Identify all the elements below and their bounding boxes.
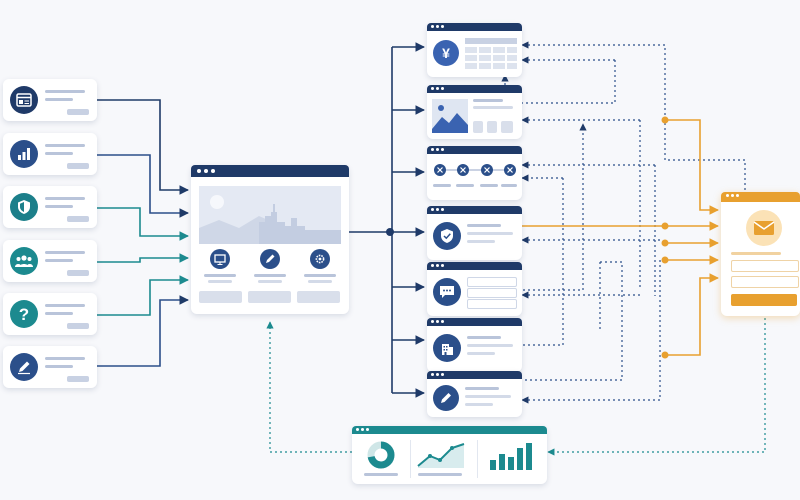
email-titlebar: [721, 192, 800, 202]
window-titlebar: [191, 165, 349, 177]
source-card[interactable]: [3, 186, 97, 228]
source-card[interactable]: [3, 79, 97, 121]
chat-icon: [433, 278, 461, 306]
table-grid: [465, 38, 517, 69]
source-card[interactable]: [3, 346, 97, 388]
source-card[interactable]: ?: [3, 293, 97, 335]
bar-chart-icon: [10, 140, 38, 168]
email-send-button[interactable]: [731, 294, 797, 306]
pencil-icon: [10, 353, 38, 381]
shield-icon: [10, 193, 38, 221]
central-hub-window[interactable]: [191, 165, 349, 314]
pencil-icon: [433, 385, 459, 411]
form-field[interactable]: [467, 288, 517, 298]
analytics-panel[interactable]: [352, 426, 547, 484]
question-mark-icon: ?: [10, 300, 38, 328]
users-icon: [10, 247, 38, 275]
process-steps-icon: [434, 164, 516, 176]
shield-check-icon: [433, 222, 461, 250]
email-input-field[interactable]: [731, 260, 799, 272]
form-field[interactable]: [467, 299, 517, 309]
browser-window-icon: [10, 86, 38, 114]
module-card-security[interactable]: [427, 206, 522, 260]
email-panel[interactable]: [721, 192, 800, 316]
email-input-field[interactable]: [731, 276, 799, 288]
image-icon: [432, 99, 468, 133]
settings-gear-icon: [310, 249, 330, 269]
module-card-messaging[interactable]: [427, 262, 522, 316]
hub-banner-image: [199, 186, 341, 244]
module-card-media[interactable]: [427, 85, 522, 139]
edit-icon: [260, 249, 280, 269]
source-card[interactable]: [3, 133, 97, 175]
form-field[interactable]: [467, 277, 517, 287]
bar-chart-icon: [490, 443, 532, 470]
hub-button[interactable]: [199, 291, 242, 303]
hub-button[interactable]: [248, 291, 291, 303]
module-card-process[interactable]: [427, 146, 522, 200]
analytics-titlebar: [352, 426, 547, 434]
monitor-icon: [210, 249, 230, 269]
source-card[interactable]: [3, 240, 97, 282]
building-icon: [433, 334, 461, 362]
module-card-finance[interactable]: ¥: [427, 23, 522, 77]
yen-glyph: ¥: [442, 45, 450, 61]
donut-chart-icon: [367, 441, 395, 469]
envelope-icon: [746, 210, 782, 246]
hub-button[interactable]: [297, 291, 340, 303]
module-card-editor[interactable]: [427, 371, 522, 417]
yen-icon: ¥: [433, 40, 459, 66]
line-chart-icon: [417, 443, 465, 468]
question-glyph: ?: [18, 304, 30, 324]
module-card-organization[interactable]: [427, 318, 522, 372]
